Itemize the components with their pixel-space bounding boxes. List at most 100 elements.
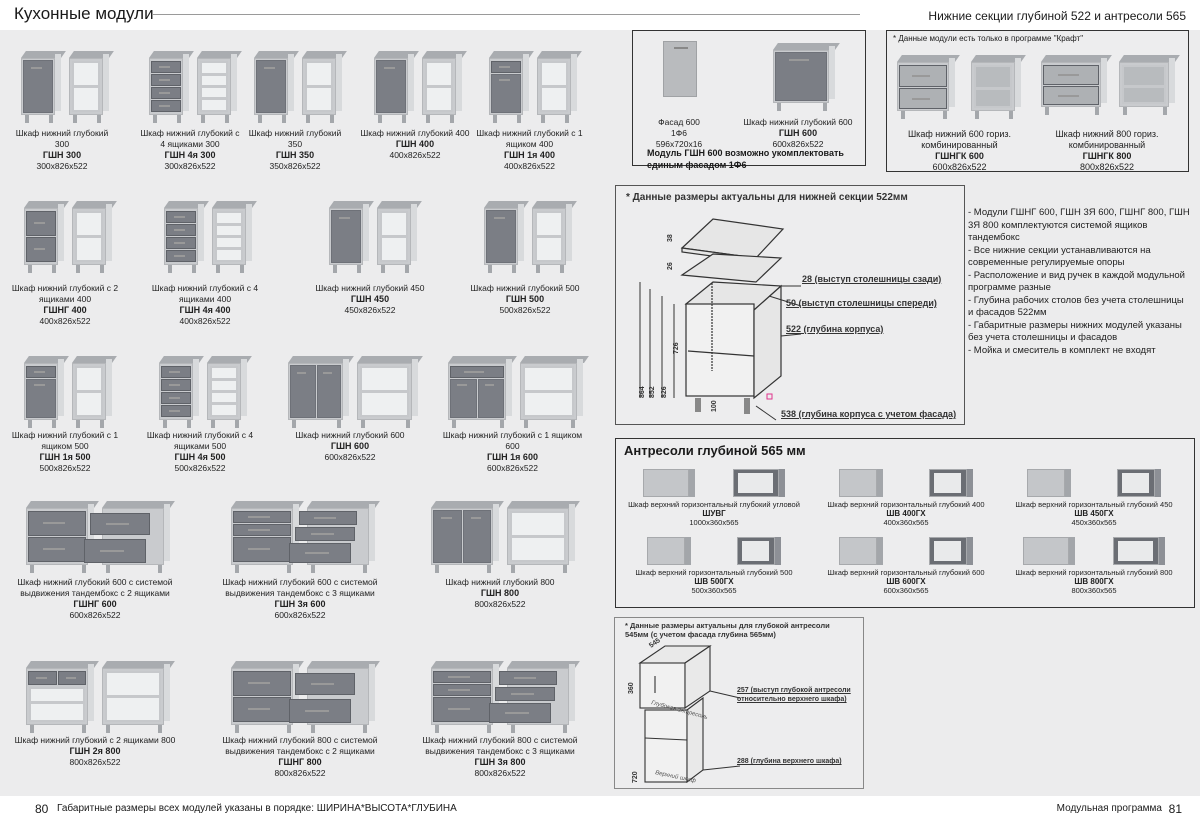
product-name: Шкаф нижний глубокий с 1 ящиком 500 [11, 430, 119, 451]
product-images [410, 658, 590, 733]
facade-name: Фасад 600 [658, 117, 700, 127]
cabinet-image [289, 501, 380, 573]
page-header: Кухонные модули Нижние секции глубиной 5… [0, 0, 1200, 30]
product-dims: 800x826x522 [474, 768, 526, 778]
dim-26: 26 [667, 262, 674, 270]
kraft-note: * Данные модули есть только в программе … [893, 34, 1084, 43]
antresol-dims: 1000x360x565 [689, 518, 739, 527]
dim-852: 852 [649, 386, 656, 398]
note-item: - Расположение и вид ручек в каждой моду… [968, 269, 1185, 294]
antresol-open-image [737, 537, 781, 565]
cabinet-image [72, 201, 117, 273]
product-dims: 500x826x522 [499, 305, 551, 315]
product-code: ГШНГ 400 [43, 305, 87, 315]
antresol-name: Шкаф верхний горизонтальный глубокий 450 [1015, 500, 1173, 509]
kraft-600-dims: 600x826x522 [932, 162, 987, 172]
dim-864: 864 [639, 386, 646, 398]
kraft-600-open-image [971, 55, 1026, 124]
cabinet-image [164, 201, 209, 273]
antresol-dims: 600x360x565 [883, 586, 929, 595]
section-subtitle: Нижние секции глубиной 522 и антресоли 5… [928, 9, 1186, 23]
dim-38: 38 [667, 234, 674, 242]
page-number-right: 81 [1168, 802, 1182, 816]
product-dims: 400x826x522 [503, 161, 556, 171]
product-name: Шкаф нижний глубокий 800 с системой выдв… [422, 735, 578, 756]
product-images [360, 48, 470, 123]
product-dims: 800x826x522 [69, 757, 121, 767]
kraft-800-name: Шкаф нижний 800 гориз. комбинированный [1055, 129, 1159, 150]
product-code: ГШН 400 [395, 139, 435, 149]
program-label: Модульная программа [1056, 803, 1162, 814]
product-name: Шкаф нижний глубокий 600 с системой выдв… [17, 577, 173, 598]
antresol-code: ШВ 500ГХ [694, 577, 734, 586]
antresol-name: Шкаф верхний горизонтальный глубокий 600 [827, 568, 985, 577]
antresol-open-image [733, 469, 785, 497]
cabinet-image [84, 501, 175, 573]
antresoli-box: Антресоли глубиной 565 мм Шкаф верхний г… [615, 438, 1195, 608]
product-code: ГШН 300 [42, 150, 82, 160]
cabinet-image [102, 661, 175, 733]
product-dims: 500x826x522 [174, 463, 226, 473]
product-images [280, 353, 423, 428]
note-item: - Все нижние секции устанавливаются на с… [968, 244, 1151, 269]
antresol-code: ШУВГ [702, 509, 726, 518]
product-images [440, 353, 588, 428]
product-dims: 600x826x522 [324, 452, 376, 462]
product-dims: 400x826x522 [179, 316, 231, 326]
antresol-card: Шкаф верхний горизонтальный глубокий 400… [816, 465, 996, 527]
product-code: ГШН 4я 500 [174, 452, 226, 462]
product-images [12, 48, 114, 123]
product-images [472, 48, 587, 123]
antresol-dims: 400x360x565 [883, 518, 929, 527]
cabinet-image [212, 201, 257, 273]
dim-826: 826 [661, 386, 668, 398]
product-code: ГШН 350 [275, 150, 315, 160]
product-name: Шкаф нижний глубокий 600 [295, 430, 405, 440]
antresol-card: Шкаф верхний горизонтальный глубокий 600… [816, 533, 996, 595]
product-name: Шкаф нижний глубокий 600 с системой выдв… [222, 577, 378, 598]
antresol-dims: 450x360x565 [1071, 518, 1117, 527]
page-footer: 80 Габаритные размеры всех модулей указа… [0, 796, 1200, 820]
note-item: - Модули ГШНГ 600, ГШН 3Я 600, ГШНГ 800,… [968, 207, 1190, 243]
product-dims: 400x826x522 [389, 150, 441, 160]
upper-cabinet-drawing: 545 360 720 Глубокая антресоль Верхний ш… [628, 637, 741, 785]
cabinet-image [26, 661, 99, 733]
product-dims: 800x826x522 [274, 768, 326, 778]
product-dims: 450x826x522 [344, 305, 396, 315]
antresol-open-image [1117, 469, 1161, 497]
product-code: ГШН 1я 500 [39, 452, 91, 462]
product-dims: 300x826x522 [36, 161, 88, 171]
kraft-800-image [1041, 55, 1112, 120]
product-name: Шкаф нижний глубокий с 2 ящиками 400 [11, 283, 119, 304]
dim-545: 545 [648, 637, 662, 649]
cabinet-image [507, 501, 580, 573]
antresol-closed-image [1023, 537, 1075, 565]
antresol-name: Шкаф верхний горизонтальный глубокий 500 [635, 568, 793, 577]
product-name: Шкаф нижний глубокий 800 [445, 577, 555, 587]
cabinet-image [377, 201, 422, 273]
cabinet-image [197, 51, 242, 123]
product-dims: 600x826x522 [274, 610, 326, 620]
kraft-600-code: ГШНГК 600 [935, 151, 984, 161]
product-dims: 600x826x522 [486, 463, 539, 473]
dim-label-front-overhang: 50 (выступ столешницы спереди) [786, 298, 937, 308]
header-rule [152, 14, 860, 15]
cabinet-image [302, 51, 347, 123]
dim-100: 100 [711, 400, 718, 412]
section-title: Кухонные модули [14, 4, 154, 23]
product-images [140, 48, 242, 123]
product-images [420, 498, 580, 573]
product-code: ГШН 3я 600 [274, 599, 326, 609]
product-code: ГШН 4я 400 [179, 305, 231, 315]
cabinet-image [26, 501, 99, 573]
kraft-600-caption: Шкаф нижний 600 гориз. комбинированный Г… [887, 129, 1032, 173]
cabinet-code: ГШН 600 [778, 128, 818, 138]
dim-720: 720 [632, 771, 639, 783]
kraft-600-name: Шкаф нижний 600 гориз. комбинированный [907, 129, 1012, 150]
cabinet-image [431, 661, 504, 733]
